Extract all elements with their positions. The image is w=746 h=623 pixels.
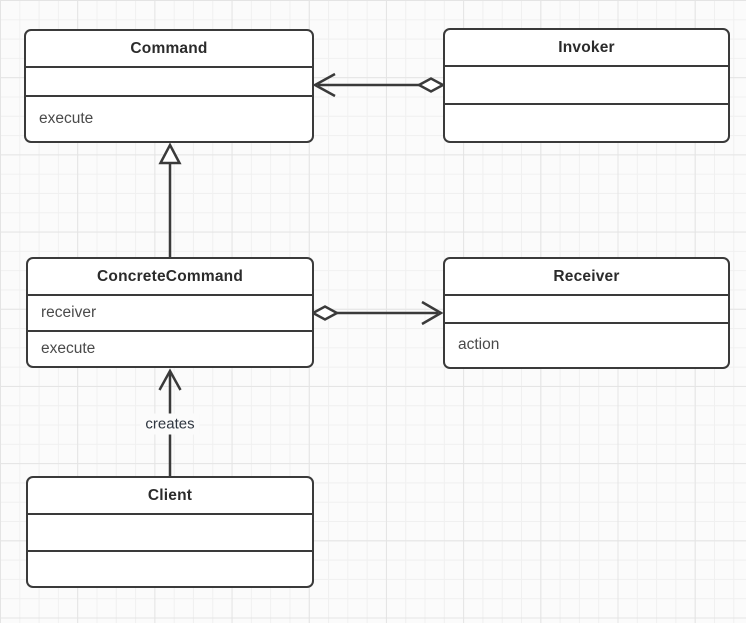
class-invoker[interactable]: Invoker (443, 28, 730, 143)
aggregation-diamond-icon (416, 77, 446, 93)
class-command[interactable]: Command execute (24, 29, 314, 143)
edge-concretecommand-extends-command[interactable] (158, 142, 182, 257)
class-title: Command (26, 31, 312, 68)
method-row: execute (28, 330, 312, 366)
edge-invoker-aggregates-command[interactable] (312, 72, 446, 98)
attribute-row (445, 296, 728, 322)
method-row (445, 103, 728, 141)
attribute-row: receiver (41, 304, 97, 321)
class-title: Client (28, 478, 312, 515)
edge-concretecommand-aggregates-receiver[interactable] (310, 300, 444, 326)
class-concretecommand[interactable]: ConcreteCommand receiver execute (26, 257, 314, 368)
open-arrowhead-icon (312, 72, 336, 98)
class-title: Receiver (445, 259, 728, 296)
class-receiver[interactable]: Receiver action (443, 257, 730, 369)
method-row: execute (26, 94, 312, 142)
open-arrowhead-icon (158, 368, 182, 391)
class-title: Invoker (445, 30, 728, 67)
edge-label-creates: creates (140, 413, 200, 435)
class-client[interactable]: Client (26, 476, 314, 588)
open-arrowhead-icon (421, 300, 444, 326)
method-row (28, 549, 312, 587)
attribute-row (28, 515, 312, 550)
method-row: action (445, 321, 728, 368)
aggregation-diamond-icon (310, 305, 340, 321)
class-title: ConcreteCommand (28, 259, 312, 296)
attribute-row (445, 67, 728, 103)
attribute-row (26, 68, 312, 95)
generalization-triangle-icon (158, 142, 182, 165)
